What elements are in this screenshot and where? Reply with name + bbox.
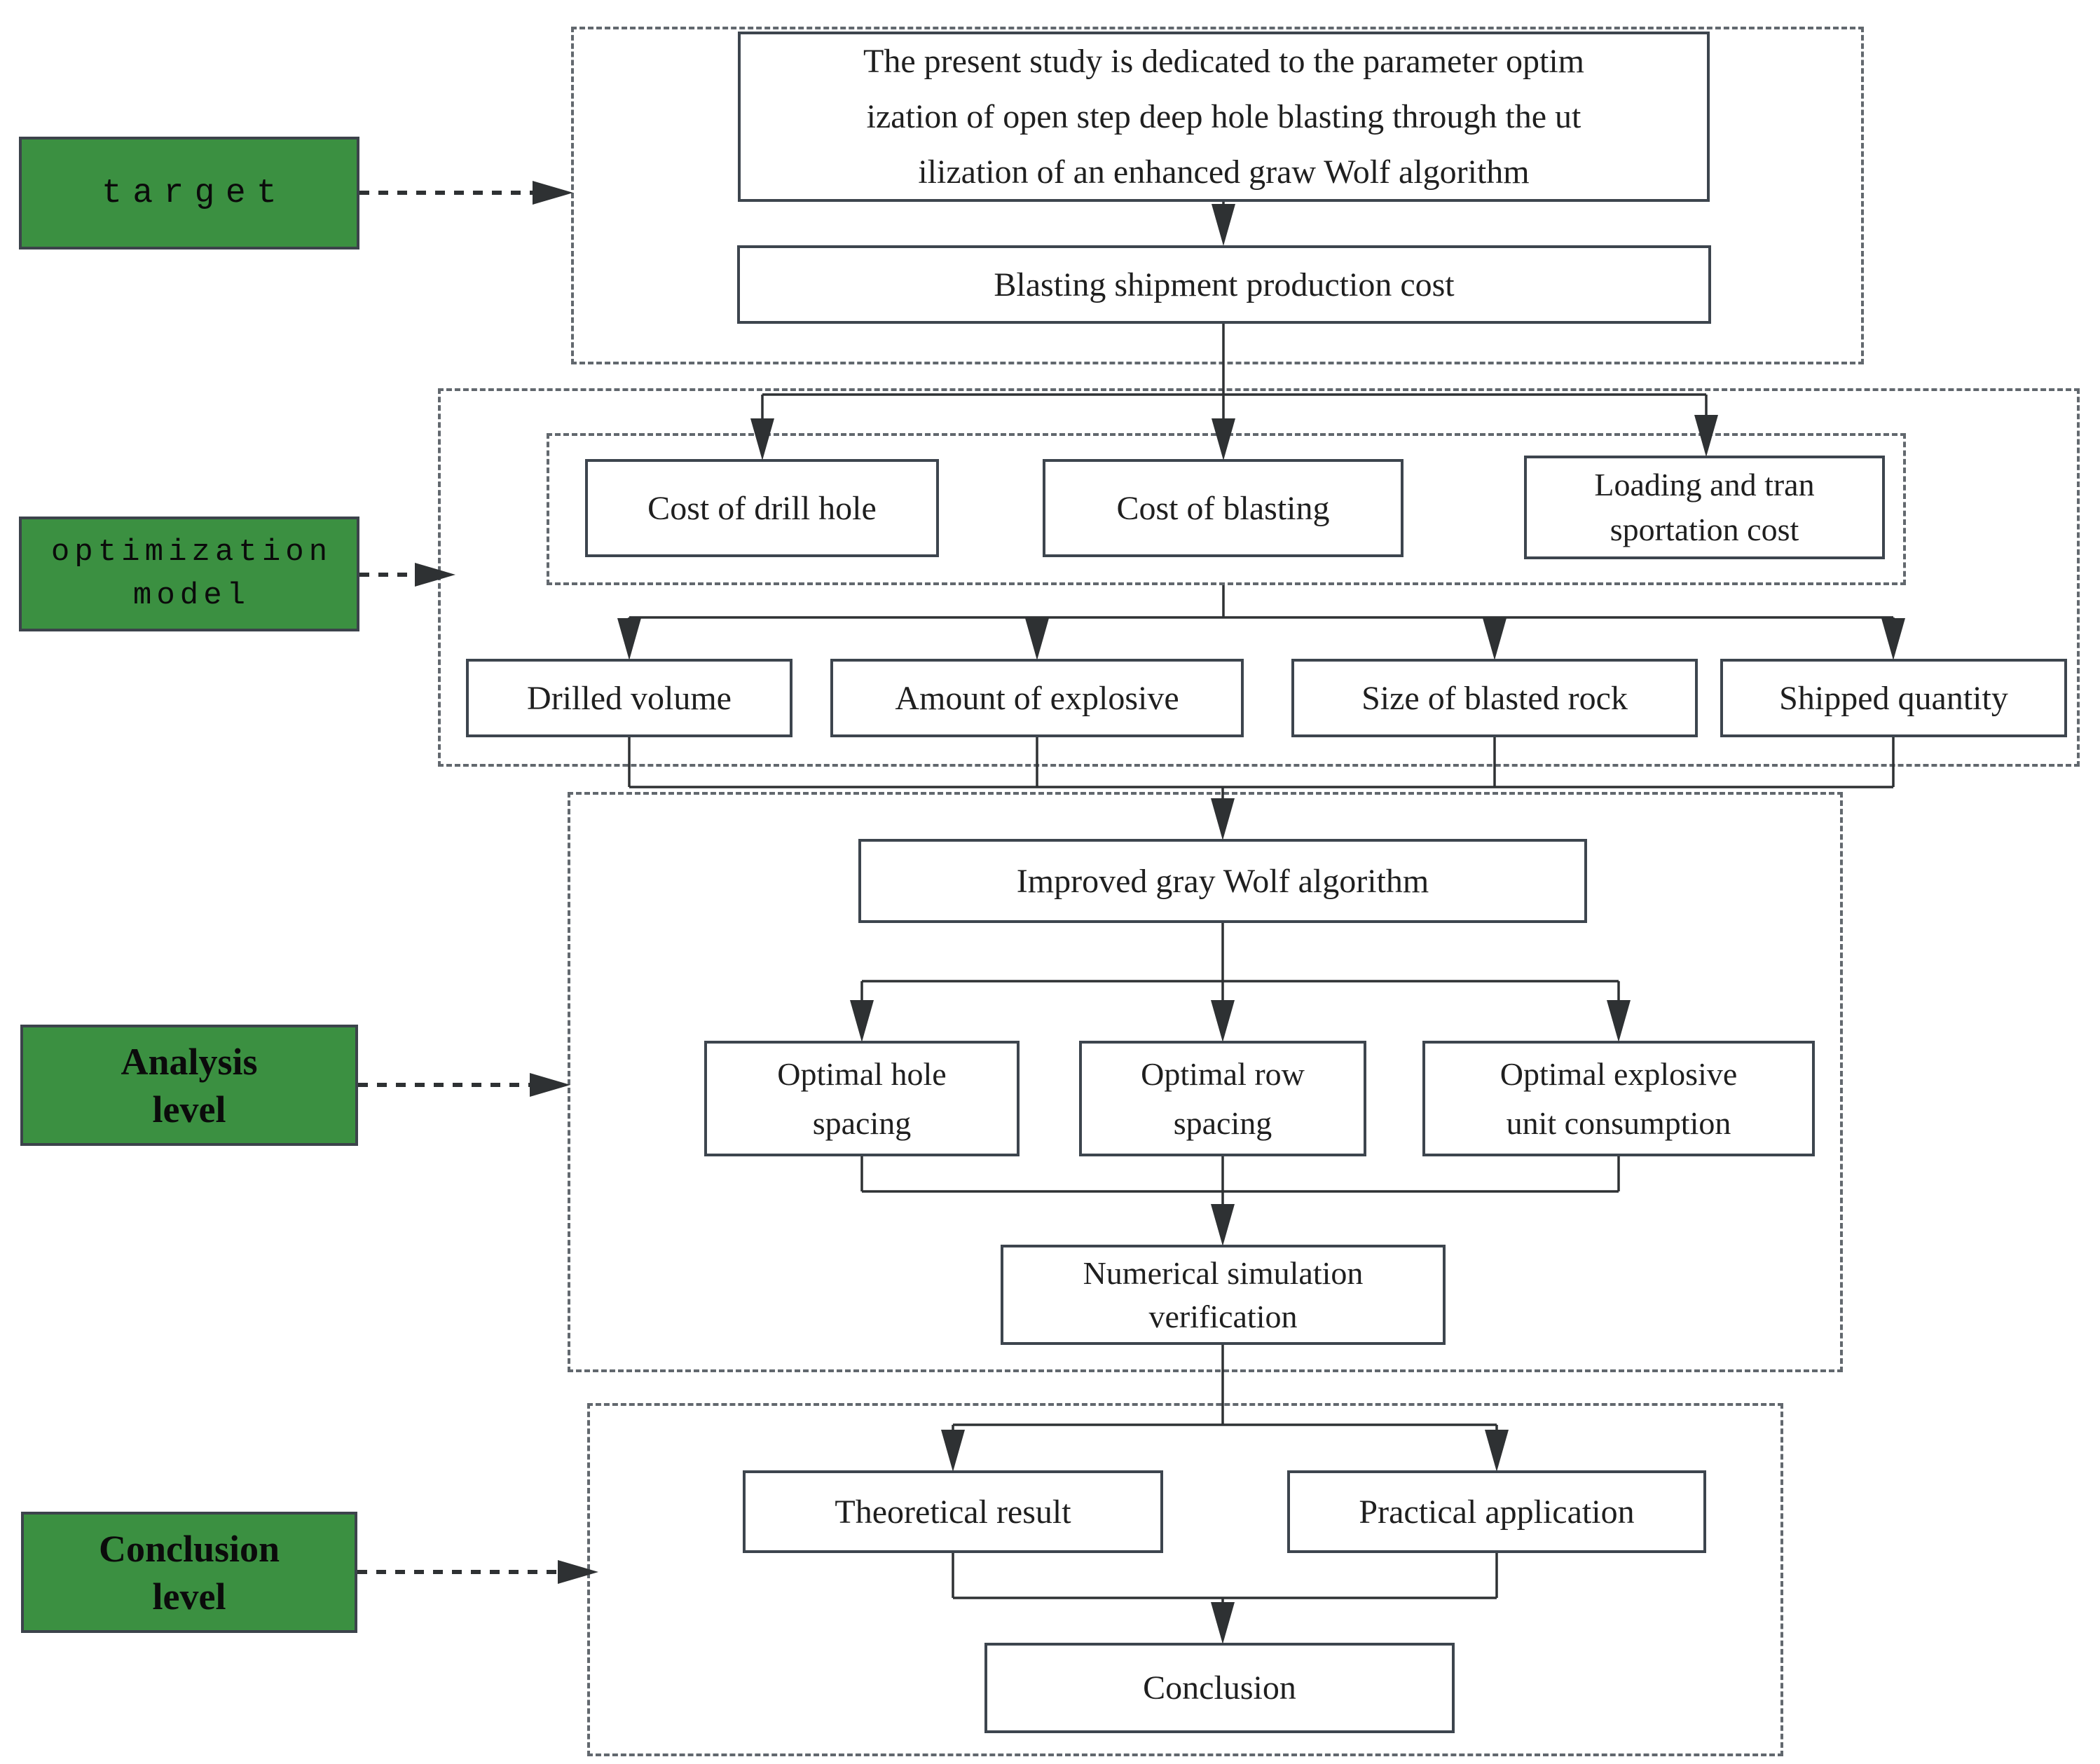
cost-blasting-text: Cost of blasting (1116, 489, 1330, 527)
box-cost-blasting: Cost of blasting (1043, 459, 1404, 557)
box-practical-application: Practical application (1287, 1470, 1706, 1553)
box-numerical-simulation-verification: Numerical simulation verification (1001, 1245, 1446, 1345)
optimal-row-line1: Optimal row (1141, 1055, 1305, 1092)
side-label-analysis-level: Analysis level (20, 1025, 358, 1146)
box-optimal-explosive-consumption: Optimal explosive unit consumption (1422, 1041, 1815, 1156)
arrow-target-label (359, 181, 573, 205)
box-loading-transportation-cost: Loading and tran sportation cost (1524, 456, 1885, 559)
study-statement-line2: ization of open step deep hole blasting … (866, 98, 1581, 135)
amount-explosive-text: Amount of explosive (895, 679, 1179, 717)
side-label-target-text: target (102, 174, 288, 212)
box-drilled-volume: Drilled volume (466, 659, 792, 737)
box-theoretical-result: Theoretical result (743, 1470, 1163, 1553)
arrow-conclusion-label (357, 1560, 598, 1584)
loading-transport-line1: Loading and tran (1594, 467, 1815, 502)
study-statement-line1: The present study is dedicated to the pa… (863, 43, 1584, 80)
side-label-analysis-line1: Analysis (121, 1040, 258, 1083)
side-label-optimization-line1: optimization (50, 535, 333, 570)
side-label-conclusion-line1: Conclusion (98, 1527, 280, 1570)
box-size-of-blasted-rock: Size of blasted rock (1291, 659, 1698, 737)
box-amount-of-explosive: Amount of explosive (830, 659, 1244, 737)
numerical-sim-line1: Numerical simulation (1083, 1254, 1364, 1291)
cost-drill-hole-text: Cost of drill hole (647, 489, 877, 527)
side-label-analysis-line2: level (152, 1088, 226, 1130)
optimal-row-line2: spacing (1173, 1105, 1272, 1141)
conclusion-text: Conclusion (1143, 1669, 1296, 1707)
arrow-analysis-label (358, 1073, 570, 1097)
optimal-explosive-line2: unit consumption (1506, 1105, 1731, 1141)
box-improved-gray-wolf-algorithm: Improved gray Wolf algorithm (858, 839, 1587, 923)
theoretical-result-text: Theoretical result (835, 1493, 1071, 1531)
box-conclusion: Conclusion (984, 1643, 1455, 1733)
box-optimal-row-spacing: Optimal row spacing (1079, 1041, 1366, 1156)
improved-gwo-text: Improved gray Wolf algorithm (1016, 862, 1429, 900)
optimal-hole-line2: spacing (812, 1105, 912, 1141)
side-label-target: target (19, 137, 359, 249)
study-statement-line3: ilization of an enhanced graw Wolf algor… (918, 153, 1530, 191)
box-cost-drill-hole: Cost of drill hole (585, 459, 939, 557)
practical-application-text: Practical application (1359, 1493, 1635, 1531)
loading-transport-line2: sportation cost (1610, 512, 1799, 547)
size-blasted-rock-text: Size of blasted rock (1361, 679, 1628, 717)
box-blasting-shipment-cost: Blasting shipment production cost (737, 245, 1711, 324)
blasting-cost-text: Blasting shipment production cost (994, 266, 1455, 303)
side-label-optimization-model: optimization model (19, 517, 359, 631)
optimal-hole-line1: Optimal hole (777, 1055, 947, 1092)
side-label-conclusion-line2: level (152, 1575, 226, 1618)
side-label-optimization-line2: model (132, 578, 251, 613)
drilled-volume-text: Drilled volume (527, 679, 732, 717)
shipped-quantity-text: Shipped quantity (1779, 679, 2008, 717)
optimal-explosive-line1: Optimal explosive (1499, 1055, 1738, 1092)
numerical-sim-line2: verification (1148, 1298, 1298, 1334)
box-shipped-quantity: Shipped quantity (1720, 659, 2067, 737)
side-label-conclusion-level: Conclusion level (21, 1512, 357, 1633)
box-study-statement: The present study is dedicated to the pa… (738, 32, 1710, 202)
box-optimal-hole-spacing: Optimal hole spacing (704, 1041, 1020, 1156)
